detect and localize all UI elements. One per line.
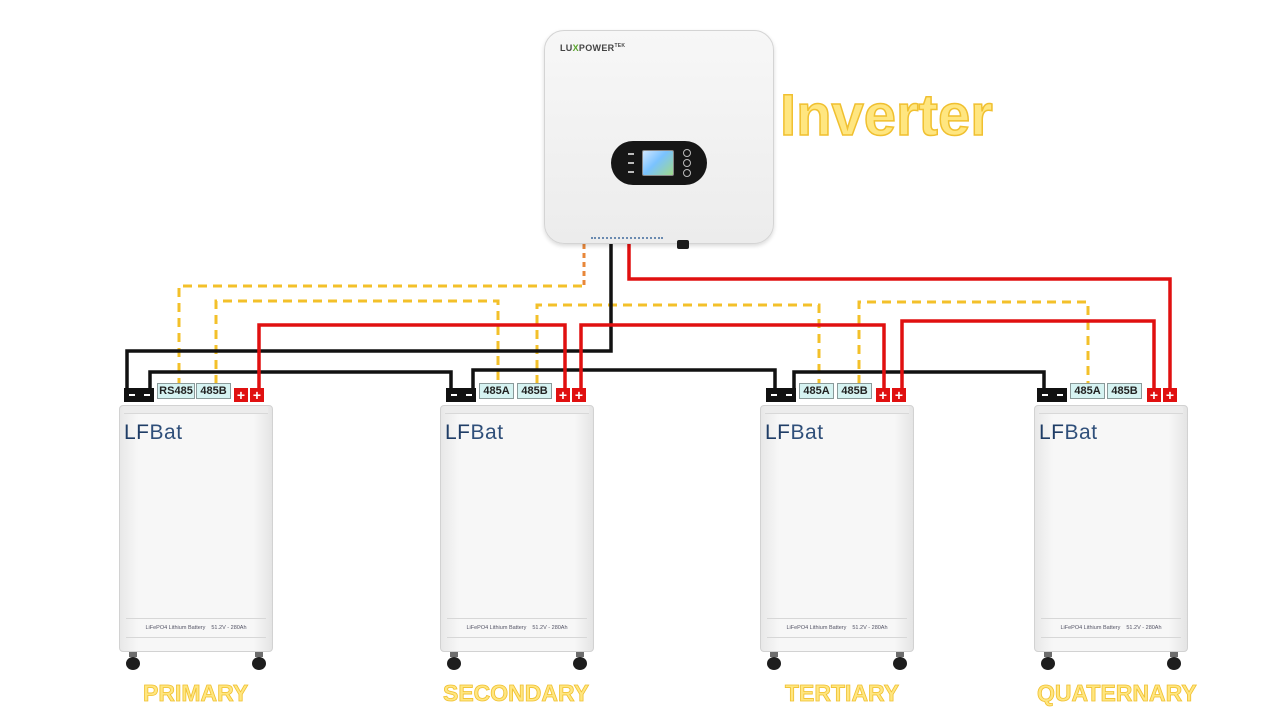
battery-label-quaternary: QUATERNARY bbox=[1037, 680, 1198, 707]
port-485b: 485B bbox=[517, 383, 552, 399]
inverter-control-panel bbox=[611, 141, 707, 185]
caster-wheel bbox=[767, 652, 781, 670]
port-485a: 485A bbox=[799, 383, 834, 399]
positive-terminal: ++ bbox=[876, 388, 906, 402]
caster-wheel bbox=[252, 652, 266, 670]
negative-terminal bbox=[124, 388, 154, 402]
pos-cable-primary-secondary bbox=[257, 323, 567, 390]
inverter-display-screen bbox=[642, 150, 674, 176]
inverter-button bbox=[683, 169, 691, 177]
battery-label-secondary: SECONDARY bbox=[443, 680, 590, 707]
port-485b: 485B bbox=[196, 383, 231, 399]
comm-cable-tertiary-quaternary bbox=[857, 300, 1090, 384]
caster-wheel bbox=[573, 652, 587, 670]
port-rs485: RS485 bbox=[157, 383, 195, 399]
minus-icon bbox=[465, 394, 472, 396]
indicator-led bbox=[628, 171, 634, 173]
port-485b: 485B bbox=[837, 383, 872, 399]
caster-wheel bbox=[1041, 652, 1055, 670]
port-485a: 485A bbox=[1070, 383, 1105, 399]
battery-brand: LFBat bbox=[765, 421, 824, 444]
battery-label-primary: PRIMARY bbox=[143, 680, 249, 707]
positive-terminal: ++ bbox=[234, 388, 264, 402]
inverter-bottom-ports bbox=[591, 237, 663, 245]
positive-terminal: ++ bbox=[556, 388, 586, 402]
minus-icon bbox=[450, 394, 457, 396]
caster-wheel bbox=[893, 652, 907, 670]
pos-cable-secondary-tertiary bbox=[579, 323, 886, 390]
negative-terminal bbox=[1037, 388, 1067, 402]
minus-icon bbox=[143, 394, 150, 396]
battery-label-tertiary: TERTIARY bbox=[785, 680, 900, 707]
battery-brand: LFBat bbox=[445, 421, 504, 444]
caster-wheel bbox=[1167, 652, 1181, 670]
inverter-brand-logo: LUXPOWERTEK bbox=[560, 43, 626, 53]
minus-icon bbox=[770, 394, 777, 396]
minus-icon bbox=[128, 394, 135, 396]
indicator-led bbox=[628, 162, 634, 164]
inverter-label: Inverter bbox=[779, 82, 993, 149]
battery-brand: LFBat bbox=[1039, 421, 1098, 444]
indicator-led bbox=[628, 153, 634, 155]
caster-wheel bbox=[447, 652, 461, 670]
minus-icon bbox=[1041, 394, 1048, 396]
negative-terminal bbox=[446, 388, 476, 402]
pos-cable-inverter bbox=[627, 244, 1172, 390]
inverter-button bbox=[683, 149, 691, 157]
port-485b: 485B bbox=[1107, 383, 1142, 399]
negative-terminal bbox=[766, 388, 796, 402]
pos-cable-tertiary-quaternary bbox=[900, 319, 1156, 390]
positive-terminal: ++ bbox=[1147, 388, 1177, 402]
inverter-cable-gland bbox=[677, 240, 689, 249]
neg-cable-secondary-tertiary bbox=[471, 368, 777, 390]
battery-brand: LFBat bbox=[124, 421, 183, 444]
caster-wheel bbox=[126, 652, 140, 670]
port-485a: 485A bbox=[479, 383, 514, 399]
minus-icon bbox=[1056, 394, 1063, 396]
neg-cable-tertiary-quaternary bbox=[792, 370, 1046, 390]
comm-cable-primary-secondary bbox=[214, 299, 500, 384]
neg-cable-inverter bbox=[125, 244, 613, 390]
inverter-button bbox=[683, 159, 691, 167]
minus-icon bbox=[785, 394, 792, 396]
inverter-unit: LUXPOWERTEK bbox=[544, 30, 774, 249]
neg-cable-primary-secondary bbox=[148, 370, 453, 390]
